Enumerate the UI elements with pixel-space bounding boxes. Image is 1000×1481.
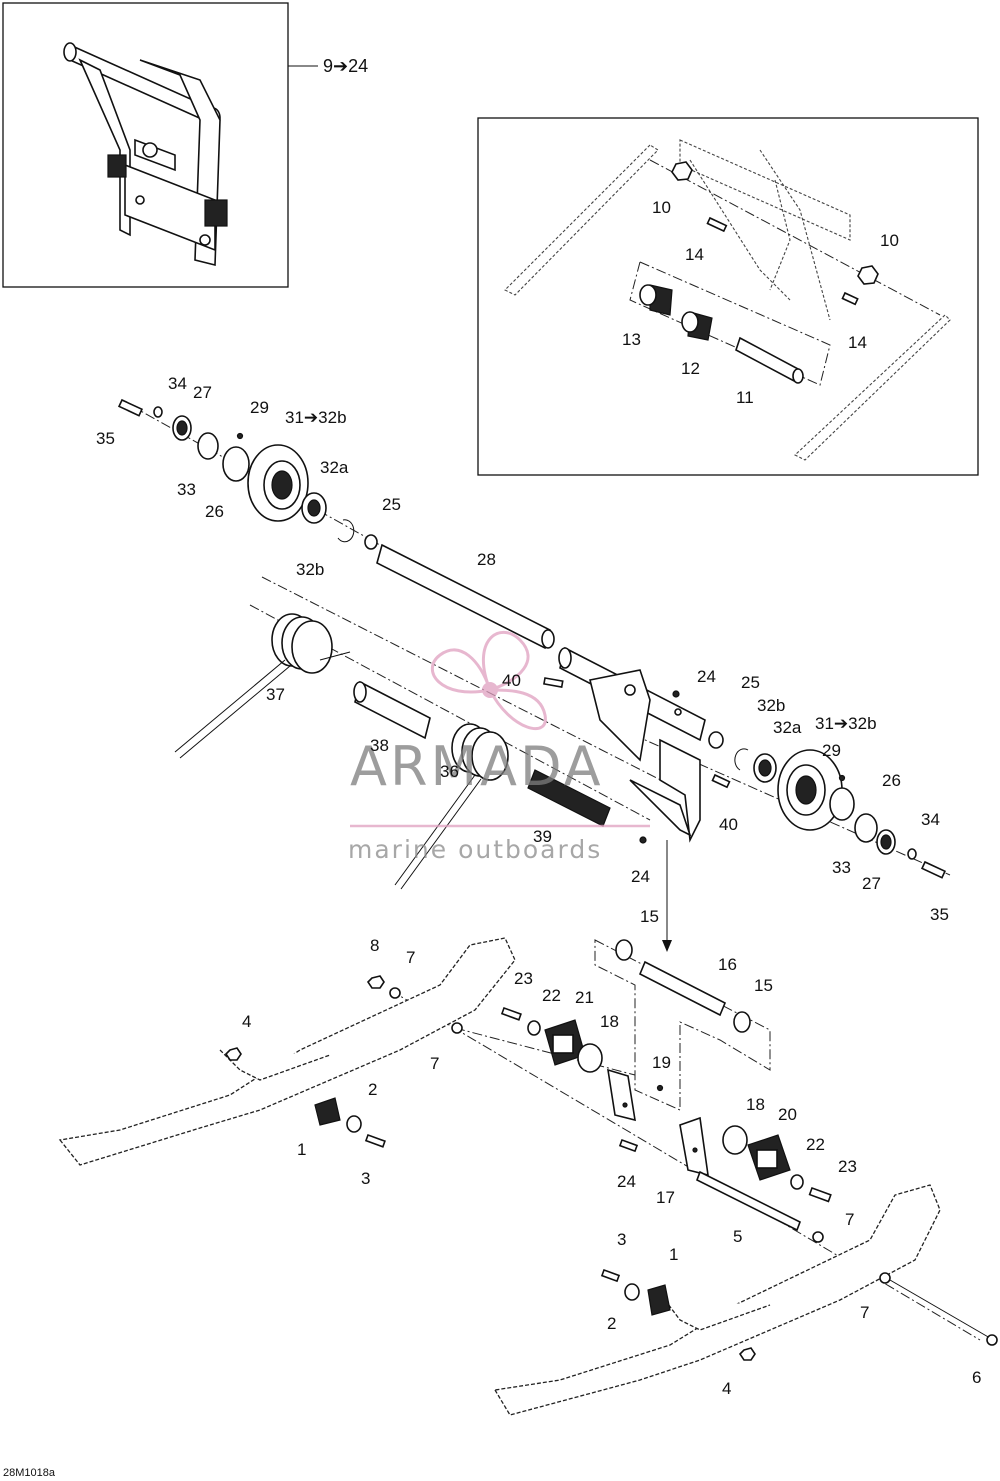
part-callout-c35b: 35 [930,905,949,924]
part-callout-c32bb: 32b [757,696,785,715]
watermark-logo: ARMADA marine outboards [348,630,650,864]
part-callout-c2b: 2 [607,1314,616,1333]
part-callout-c10a: 10 [652,198,671,217]
part-callout-c25b: 25 [741,673,760,692]
part-callout-c40a: 40 [502,671,521,690]
part-callout-c7a: 7 [406,948,415,967]
part-callout-c24c: 24 [631,867,650,886]
part-callout-c31b: 31➔32b [815,714,877,733]
part-callout-c33b: 33 [832,858,851,877]
part-callout-c24d: 24 [617,1172,636,1191]
part-callout-c26a: 26 [205,502,224,521]
part-callout-c34a: 34 [168,374,187,393]
part-callout-c4a: 4 [242,1012,251,1031]
part-callout-c22a: 22 [542,986,561,1005]
part-callout-c27a: 27 [193,383,212,402]
part-callout-c23a: 23 [514,969,533,988]
part-callout-c39: 39 [533,827,552,846]
part-callout-c14a: 14 [685,245,704,264]
part-callout-c5: 5 [733,1227,742,1246]
part-callout-c26b: 26 [882,771,901,790]
part-callout-c27b: 27 [862,874,881,893]
part-callout-c31a: 31➔32b [285,408,347,427]
part-callout-c1b: 1 [669,1245,678,1264]
part-callout-c22b: 22 [806,1135,825,1154]
part-callout-c7c: 7 [845,1210,854,1229]
part-callout-c18a: 18 [600,1012,619,1031]
part-callout-c23b: 23 [838,1157,857,1176]
part-callout-c28: 28 [477,550,496,569]
main-axle-assembly [117,398,951,952]
part-callout-c13: 13 [622,330,641,349]
part-callout-c3b: 3 [617,1230,626,1249]
part-callout-c14b: 14 [848,333,867,352]
part-callout-c29b: 29 [822,741,841,760]
part-callout-c25a: 25 [382,495,401,514]
part-callout-c7b: 7 [430,1054,439,1073]
propeller-logo-icon [430,630,547,731]
watermark-tagline: marine outboards [348,835,602,864]
part-callout-c6: 6 [972,1368,981,1387]
part-callout-c7d: 7 [860,1303,869,1322]
part-callout-c15b: 15 [754,976,773,995]
part-callout-c19: 19 [652,1053,671,1072]
part-callout-c40b: 40 [719,815,738,834]
part-callout-c10b: 10 [880,231,899,250]
inset-detail-frame [477,117,979,476]
watermark-brand: ARMADA [350,735,604,798]
part-callout-c34b: 34 [921,810,940,829]
part-callout-c35a: 35 [96,429,115,448]
part-callout-c18b: 18 [746,1095,765,1114]
part-callout-c32aa: 32a [320,458,349,477]
torsion-spring-right [394,723,509,890]
part-callout-c12: 12 [681,359,700,378]
part-callout-c2a: 2 [368,1080,377,1099]
part-callout-c29a: 29 [250,398,269,417]
part-callout-c32ba: 32b [296,560,324,579]
inset-callout-label: 9➔24 [323,56,368,76]
part-callout-c8: 8 [370,936,379,955]
part-callout-c4b: 4 [722,1379,731,1398]
part-callout-c3a: 3 [361,1169,370,1188]
part-callout-c21: 21 [575,988,594,1007]
part-callout-c24a: 24 [697,667,716,686]
part-callout-c17: 17 [656,1188,675,1207]
part-callout-c37: 37 [266,685,285,704]
part-callout-c36: 36 [440,762,459,781]
lower-rail-assembly [58,937,998,1416]
part-callout-c11: 11 [736,388,754,407]
part-callout-c16: 16 [718,955,737,974]
torsion-spring-left [174,613,351,759]
part-callout-c38: 38 [370,736,389,755]
part-callout-c32ab: 32a [773,718,802,737]
part-callout-c20: 20 [778,1105,797,1124]
inset-overview-frame: 9➔24 [2,2,368,288]
part-callout-c1a: 1 [297,1140,306,1159]
part-callout-c33a: 33 [177,480,196,499]
reference-code: 28M1018a [3,1467,56,1479]
part-callout-c15a: 15 [640,907,659,926]
